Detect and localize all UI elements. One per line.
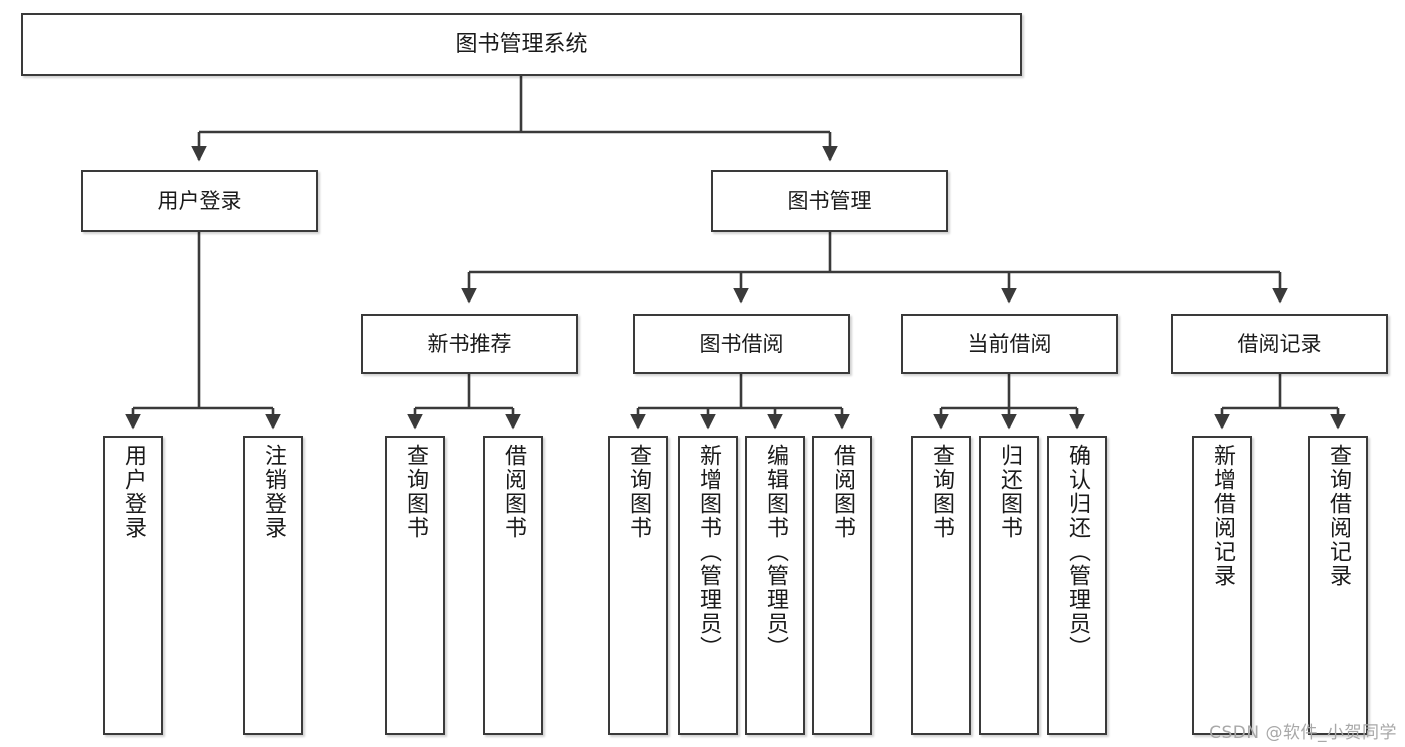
node-label: 新书推荐	[427, 331, 512, 356]
node-label: 编辑图书（管理员）	[763, 444, 788, 660]
leaf-book-borrow-query[interactable]: 查询图书	[608, 436, 668, 735]
node-label: 图书管理	[787, 188, 872, 213]
node-user-login[interactable]: 用户登录	[81, 170, 318, 232]
node-label: 当前借阅	[967, 331, 1052, 356]
leaf-user-login-logout[interactable]: 注销登录	[243, 436, 303, 735]
leaf-new-book-borrow[interactable]: 借阅图书	[483, 436, 543, 735]
node-borrow-record[interactable]: 借阅记录	[1171, 314, 1388, 374]
node-root-library-system[interactable]: 图书管理系统	[21, 13, 1022, 76]
node-new-book-recommend[interactable]: 新书推荐	[361, 314, 578, 374]
node-label: 新增图书（管理员）	[696, 444, 721, 660]
node-label: 查询图书	[929, 444, 954, 540]
node-label: 图书管理系统	[455, 31, 588, 57]
leaf-borrow-record-query[interactable]: 查询借阅记录	[1308, 436, 1368, 735]
leaf-new-book-query[interactable]: 查询图书	[385, 436, 445, 735]
node-label: 查询借阅记录	[1326, 444, 1351, 588]
leaf-current-borrow-return[interactable]: 归还图书	[979, 436, 1039, 735]
node-label: 借阅图书	[830, 444, 855, 540]
node-label: 新增借阅记录	[1210, 444, 1235, 588]
node-label: 注销登录	[261, 444, 286, 540]
node-label: 用户登录	[157, 188, 242, 213]
leaf-current-borrow-confirm-return[interactable]: 确认归还（管理员）	[1047, 436, 1107, 735]
leaf-borrow-record-add[interactable]: 新增借阅记录	[1192, 436, 1252, 735]
node-label: 用户登录	[121, 444, 146, 540]
leaf-book-borrow-edit[interactable]: 编辑图书（管理员）	[745, 436, 805, 735]
node-label: 查询图书	[626, 444, 651, 540]
leaf-current-borrow-query[interactable]: 查询图书	[911, 436, 971, 735]
node-label: 借阅记录	[1237, 331, 1322, 356]
node-label: 借阅图书	[501, 444, 526, 540]
node-label: 确认归还（管理员）	[1065, 444, 1090, 660]
node-book-borrow[interactable]: 图书借阅	[633, 314, 850, 374]
node-label: 归还图书	[997, 444, 1022, 540]
leaf-user-login-login[interactable]: 用户登录	[103, 436, 163, 735]
node-label: 查询图书	[403, 444, 428, 540]
node-book-management[interactable]: 图书管理	[711, 170, 948, 232]
node-label: 图书借阅	[699, 331, 784, 356]
leaf-book-borrow-add[interactable]: 新增图书（管理员）	[678, 436, 738, 735]
node-current-borrow[interactable]: 当前借阅	[901, 314, 1118, 374]
leaf-book-borrow-borrow[interactable]: 借阅图书	[812, 436, 872, 735]
